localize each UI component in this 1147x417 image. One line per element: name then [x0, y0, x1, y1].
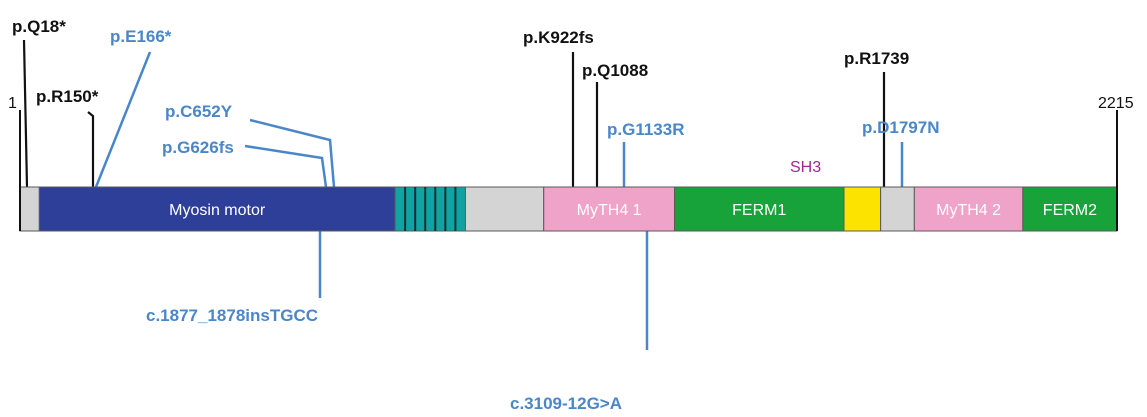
variant-label-p-c652y: p.C652Y — [165, 102, 233, 121]
variant-label-p-k922fs: p.K922fs — [523, 28, 594, 47]
variant-label-p-q1088: p.Q1088 — [582, 61, 648, 80]
domain-myosin-motor — [38, 186, 396, 232]
domain-ferm1 — [674, 186, 845, 232]
leader-p-c652y — [249, 118, 336, 188]
domain-label: FERM2 — [1043, 202, 1097, 219]
domain-myth4-1 — [543, 186, 676, 232]
variant-label-p-r150: p.R150* — [36, 87, 99, 106]
variant-label-p-e166: p.E166* — [110, 27, 172, 46]
domain-segment-3 — [464, 186, 545, 232]
leader-p-g626fs — [244, 144, 328, 188]
leader-p-e166 — [94, 51, 152, 188]
domain-ferm2 — [1022, 186, 1118, 232]
variant-label-p-q18: p.Q18* — [12, 17, 66, 36]
protein-start-label: 1 — [8, 95, 17, 112]
domain-label: Myosin motor — [169, 202, 266, 219]
domain-label: FERM1 — [732, 202, 786, 219]
variant-label-p-d1797n: p.D1797N — [862, 118, 939, 137]
variant-label-p-g626fs: p.G626fs — [162, 138, 234, 157]
variant-label-p-r1739: p.R1739 — [844, 49, 909, 68]
variant-label-p-g1133r: p.G1133R — [607, 120, 685, 139]
leader-p-r150 — [87, 111, 95, 187]
variant-label-c-1877-1878instgcc: c.1877_1878insTGCC — [146, 306, 318, 325]
domain-segment-7 — [880, 186, 915, 232]
variant-leader-lines — [22, 39, 904, 350]
variant-labels: p.Q18* p.E166* p.R150* p.C652Y p.G626fs p.K92… — [12, 17, 939, 413]
domain-segment-6 — [843, 186, 882, 232]
protein-end-label: 2215 — [1098, 95, 1134, 112]
domain-label: MyTH4 2 — [936, 202, 1001, 219]
protein-bar: Myosin motor MyTH4 1 FERM1 MyTH4 2 FERM2 — [19, 110, 1118, 232]
domain-segment-2 — [394, 186, 466, 232]
variant-label-c-3109-12g-a: c.3109-12G>A — [510, 394, 622, 413]
leader-p-q18 — [22, 39, 29, 188]
sh3-domain-label: SH3 — [790, 159, 821, 176]
domain-segment-0 — [19, 186, 40, 232]
domain-label: MyTH4 1 — [577, 202, 642, 219]
